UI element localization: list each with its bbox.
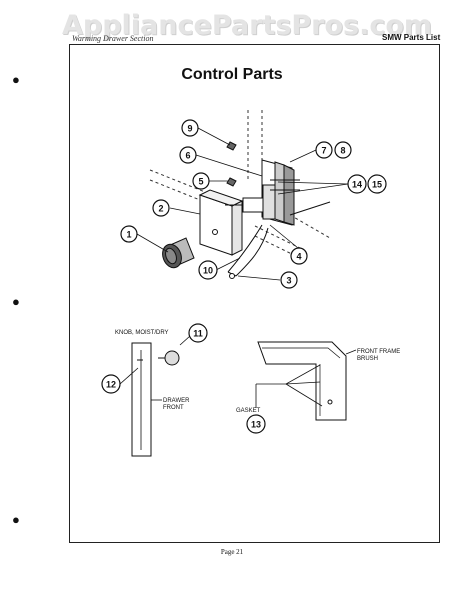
page-frame bbox=[69, 44, 440, 543]
svg-text:14: 14 bbox=[352, 180, 362, 190]
svg-text:8: 8 bbox=[340, 146, 345, 156]
control-switch bbox=[225, 179, 300, 220]
callout-8: 8 bbox=[334, 141, 352, 159]
callout-2: 2 bbox=[152, 199, 170, 217]
callout-13: 13 bbox=[246, 414, 266, 434]
front-frame-brush bbox=[257, 341, 357, 421]
callout-15: 15 bbox=[367, 174, 387, 194]
callout-6: 6 bbox=[179, 146, 197, 164]
binder-hole-icon: ● bbox=[12, 294, 20, 309]
svg-text:9: 9 bbox=[187, 124, 192, 134]
drawer-front-label: DRAWER bbox=[163, 398, 190, 404]
svg-text:11: 11 bbox=[193, 329, 203, 339]
binder-hole-icon: ● bbox=[12, 72, 20, 87]
svg-text:13: 13 bbox=[251, 420, 261, 430]
control-housing bbox=[198, 189, 244, 256]
svg-text:10: 10 bbox=[203, 266, 213, 276]
svg-text:12: 12 bbox=[106, 380, 116, 390]
svg-text:2: 2 bbox=[158, 204, 163, 214]
callout-7: 7 bbox=[315, 141, 333, 159]
page-number: Page 21 bbox=[220, 548, 244, 556]
svg-text:7: 7 bbox=[321, 146, 326, 156]
callout-3: 3 bbox=[280, 271, 298, 289]
control-knob bbox=[162, 237, 195, 269]
callout-4: 4 bbox=[290, 247, 308, 265]
knob-label: KNOB, MOIST/DRY bbox=[115, 330, 169, 336]
svg-text:5: 5 bbox=[198, 177, 203, 187]
svg-text:1: 1 bbox=[126, 230, 131, 240]
callout-14: 14 bbox=[347, 174, 367, 194]
callout-10: 10 bbox=[198, 260, 218, 280]
svg-text:6: 6 bbox=[185, 151, 190, 161]
section-header: Warming Drawer Section bbox=[72, 34, 154, 43]
drawer-front-label-2: FRONT bbox=[163, 405, 184, 411]
callout-9: 9 bbox=[181, 119, 199, 137]
leader-lines bbox=[136, 127, 349, 281]
front-frame-label: FRONT FRAME bbox=[357, 349, 400, 355]
svg-text:3: 3 bbox=[286, 276, 291, 286]
page-title: Control Parts bbox=[181, 66, 283, 83]
callout-11: 11 bbox=[188, 323, 208, 343]
svg-text:15: 15 bbox=[372, 180, 382, 190]
gasket-leaders bbox=[255, 364, 323, 408]
moist-dry-knob bbox=[119, 335, 191, 385]
wire-harness bbox=[227, 201, 331, 279]
callout-12: 12 bbox=[101, 374, 121, 394]
parts-list-header: SMW Parts List bbox=[382, 33, 441, 42]
gasket-label: GASKET bbox=[236, 408, 261, 414]
callouts: 9 6 7 8 5 14 15 2 1 4 10 3 11 12 13 bbox=[101, 119, 387, 434]
watermark: AppliancePartsPros.com bbox=[62, 10, 433, 41]
binder-hole-icon: ● bbox=[12, 512, 20, 527]
drawer-front bbox=[131, 342, 162, 457]
callout-5: 5 bbox=[192, 172, 210, 190]
callout-1: 1 bbox=[120, 225, 138, 243]
cabinet-outline bbox=[149, 110, 331, 259]
screw-icon bbox=[226, 177, 237, 187]
screw-icon bbox=[226, 141, 237, 151]
svg-text:4: 4 bbox=[296, 252, 301, 262]
front-frame-label-2: BRUSH bbox=[357, 356, 378, 362]
